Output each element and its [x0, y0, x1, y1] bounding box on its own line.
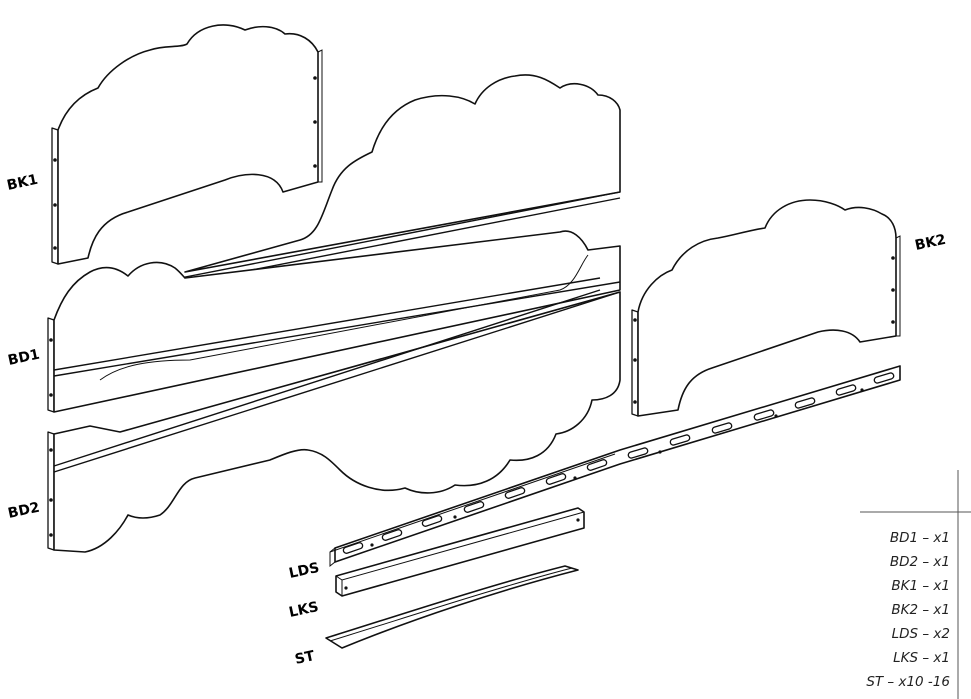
panel-bd1-rail-top: [53, 281, 621, 377]
hole: [891, 256, 895, 260]
rail-lds-slots: [342, 372, 895, 554]
label-lds: LDS: [288, 560, 321, 582]
slot: [669, 434, 691, 446]
panel-bk2-side: [895, 235, 901, 337]
panel-back-long-top-edge: [169, 191, 621, 281]
slat-st-top-edge: [329, 567, 573, 642]
hole: [453, 515, 457, 519]
label-bk1: BK1: [6, 172, 40, 194]
hole: [49, 338, 53, 342]
slot: [711, 422, 733, 434]
hole: [49, 498, 53, 502]
hole: [53, 203, 57, 207]
panel-bd1-cutout: [99, 254, 589, 381]
slot: [463, 501, 485, 513]
slat-st: [325, 565, 579, 649]
rail-lks: [335, 507, 585, 597]
panel-bd2: [47, 289, 621, 553]
legend-item: BD2 – x1: [890, 554, 950, 570]
hole: [53, 158, 57, 162]
panel-bk1-edge: [51, 127, 59, 265]
slot: [342, 542, 364, 554]
hole: [313, 76, 317, 80]
panel-bk1-face: [57, 24, 319, 265]
hole: [774, 414, 778, 418]
hole: [658, 450, 662, 454]
slat-st-face: [325, 565, 579, 649]
slot: [504, 487, 526, 499]
panel-bk2-edge: [631, 309, 639, 417]
slot: [545, 473, 567, 485]
slot: [381, 529, 403, 541]
hole: [49, 393, 53, 397]
legend-item: LDS – x2: [892, 626, 950, 642]
label-bd2: BD2: [7, 500, 42, 522]
label-bk2: BK2: [914, 232, 948, 254]
label-bd1: BD1: [7, 347, 42, 369]
panel-back-long-face: [184, 74, 621, 273]
hole: [344, 586, 348, 590]
legend-item: BK2 – x1: [891, 602, 950, 618]
hole: [633, 318, 637, 322]
panel-bk2: [631, 199, 901, 417]
panel-bd1-face: [53, 230, 621, 413]
slot: [627, 447, 649, 459]
panel-bd1-edge: [47, 317, 55, 413]
rail-lds-end: [329, 547, 336, 568]
panel-bd1: [47, 230, 621, 413]
hole: [633, 400, 637, 404]
hole: [370, 543, 374, 547]
legend-item: LKS – x1: [893, 650, 950, 666]
slot: [794, 397, 816, 409]
label-st: ST: [294, 648, 317, 668]
rail-lds: [329, 365, 901, 568]
hole: [313, 120, 317, 124]
rail-lds-top: [329, 453, 616, 553]
slot: [421, 515, 443, 527]
hole: [313, 164, 317, 168]
panel-bd2-rail: [53, 291, 621, 473]
hole: [49, 448, 53, 452]
panel-bd2-rail-2: [53, 289, 601, 467]
legend-item: ST – x10 -16: [866, 674, 950, 690]
slot: [873, 372, 895, 384]
hole: [891, 288, 895, 292]
legend-item: BK1 – x1: [891, 578, 950, 594]
panel-bk1: [51, 24, 323, 265]
parts-legend: BD1 – x1 BD2 – x1 BK1 – x1 BK2 – x1 LDS …: [860, 470, 971, 699]
hole: [860, 388, 864, 392]
panel-bk2-face: [637, 199, 897, 417]
slat-st-end: [325, 637, 343, 649]
label-lks: LKS: [288, 599, 321, 621]
hole: [891, 320, 895, 324]
hole: [633, 358, 637, 362]
slot: [835, 384, 857, 396]
panel-bd2-face: [53, 291, 621, 553]
slot: [753, 409, 775, 421]
legend-item: BD1 – x1: [890, 530, 950, 546]
panel-bd1-rail-top-2: [53, 277, 601, 371]
panel-bk1-side: [317, 49, 323, 183]
hole: [573, 476, 577, 480]
hole: [49, 533, 53, 537]
hole: [53, 246, 57, 250]
slot: [586, 459, 608, 471]
hole: [576, 518, 580, 522]
rail-lks-face: [335, 507, 585, 597]
